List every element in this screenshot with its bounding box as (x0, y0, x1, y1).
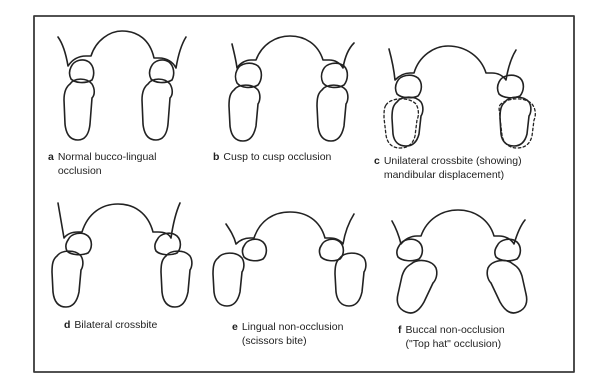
panel-c-displaced-outline-left (384, 99, 418, 148)
caption-b-letter: b (213, 151, 219, 163)
panel-e-lower-tooth-right (335, 253, 366, 306)
caption-d-line1: Bilateral crossbite (74, 319, 157, 331)
caption-e-line1: Lingual non-occlusion (242, 321, 344, 333)
caption-f: f Buccal non-occlusion ("Top hat" occlusio… (398, 323, 505, 351)
caption-a-line2: occlusion (58, 165, 102, 177)
panel-e-upper-tooth-left (243, 239, 267, 261)
caption-b: b Cusp to cusp occlusion (213, 150, 331, 164)
caption-e: e Lingual non-occlusion (scissors bite) (232, 320, 343, 348)
panel-c-upper-tooth-right (498, 75, 524, 98)
panel-d-lower-tooth-right (161, 251, 192, 307)
caption-c-letter: c (374, 155, 380, 167)
caption-a-letter: a (48, 151, 54, 163)
panel-b-upper-tooth-left (236, 63, 262, 87)
caption-c-line1: Unilateral crossbite (showing) (384, 155, 522, 167)
caption-f-line2: ("Top hat" occlusion) (406, 338, 502, 350)
panel-c-lower-tooth-right (500, 97, 531, 146)
caption-f-line1: Buccal non-occlusion (406, 324, 505, 336)
panel-b-lower-tooth-right (317, 85, 348, 141)
panel-a-maxilla (58, 31, 186, 68)
panel-e-lower-tooth-left (213, 253, 244, 306)
caption-f-letter: f (398, 324, 402, 336)
panel-c-lower-tooth-left (392, 97, 423, 146)
panel-a-drawing (58, 31, 186, 140)
caption-d: d Bilateral crossbite (64, 318, 157, 332)
panel-c-upper-tooth-left (396, 75, 422, 98)
panel-f-upper-tooth-left (397, 239, 422, 261)
panel-d-maxilla (58, 203, 180, 238)
caption-b-line1: Cusp to cusp occlusion (223, 151, 331, 163)
panel-f-upper-tooth-right (495, 239, 520, 261)
panel-a-lower-tooth-left (64, 79, 94, 140)
caption-a: a Normal bucco-lingual occlusion (48, 150, 156, 178)
caption-c-line2: mandibular displacement) (384, 169, 504, 181)
panel-b-lower-tooth-left (229, 85, 260, 141)
caption-a-line1: Normal bucco-lingual (58, 151, 157, 163)
caption-d-letter: d (64, 319, 70, 331)
panel-d-lower-tooth-left (52, 251, 83, 307)
panel-c-drawing (384, 46, 535, 148)
panel-b-drawing (229, 36, 354, 141)
panel-a-lower-tooth-right (142, 79, 172, 140)
panel-f-lower-tooth-left (397, 261, 437, 313)
caption-e-line2: (scissors bite) (242, 335, 307, 347)
caption-e-letter: e (232, 321, 238, 333)
panel-d-drawing (52, 203, 192, 307)
caption-c: c Unilateral crossbite (showing) mandibula… (374, 154, 522, 182)
panel-f-drawing (392, 210, 527, 313)
panel-e-drawing (213, 212, 366, 306)
panel-f-lower-tooth-right (487, 261, 527, 313)
